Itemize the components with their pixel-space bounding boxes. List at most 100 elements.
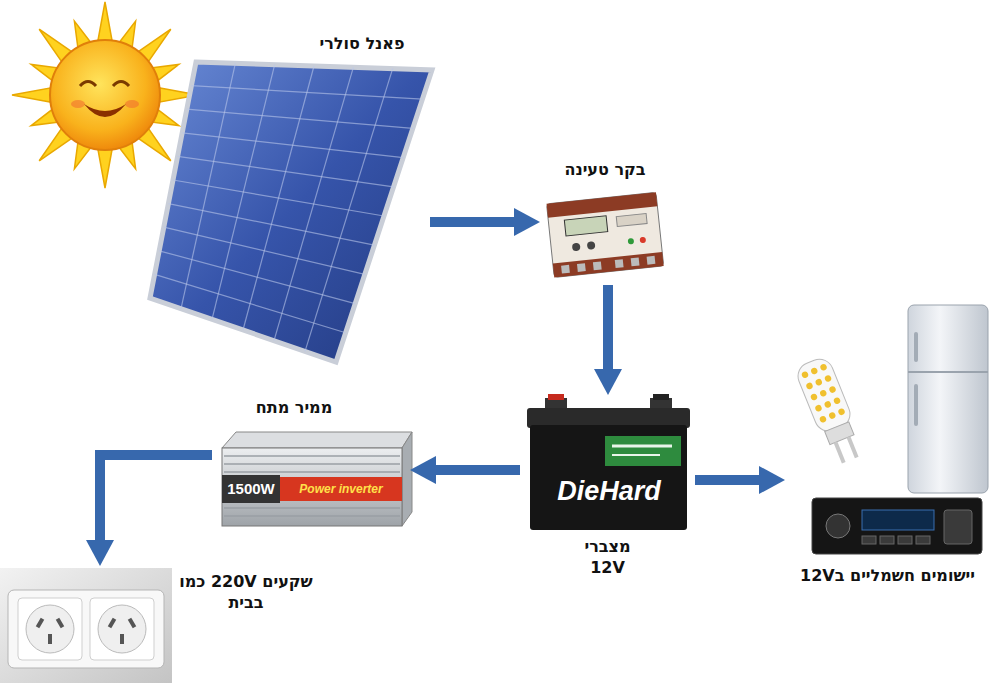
led-dot [810, 393, 818, 401]
radio-display [862, 510, 934, 530]
socket-hole [48, 634, 52, 644]
product-text: Power inverter [282, 482, 400, 496]
led-dot [819, 389, 827, 397]
voltage-inverter [222, 432, 412, 526]
sun-ray [98, 148, 113, 189]
controller-button [587, 241, 596, 250]
charge-controller-node: בקר טעינה [540, 158, 670, 285]
component-label: יישומים חשמליים ב12V [800, 566, 975, 587]
socket [98, 605, 146, 653]
controller-strip [553, 252, 664, 277]
socket-hole [36, 618, 44, 629]
fridge-door-gap [908, 371, 988, 373]
component-label: מצברי 12V [570, 537, 645, 579]
cell-line [168, 204, 374, 246]
component-label: בקר טעינה [550, 160, 660, 181]
led-dot [814, 404, 822, 412]
battery-terminal-cap [653, 394, 669, 400]
sun-eye [80, 82, 96, 87]
refrigerator [908, 305, 988, 493]
controller-button [572, 243, 581, 252]
sun-ray [12, 88, 53, 103]
socket-hole [128, 618, 136, 629]
radio-buttons [862, 510, 972, 544]
sun-disc [50, 40, 160, 150]
sun-cheek [71, 100, 85, 108]
inverter-front [222, 448, 402, 526]
cell-line [164, 227, 365, 274]
socket-hole [108, 618, 116, 629]
fridge-handle [914, 384, 918, 426]
led-dot [828, 411, 836, 419]
socket [26, 605, 74, 653]
controller-led [640, 237, 647, 244]
appliances-node: יישומים חשמליים ב12V [785, 300, 992, 640]
sun-rays [12, 2, 198, 188]
battery-sticker [605, 436, 681, 466]
battery-terminal-cap [548, 394, 564, 400]
fridge-handle [914, 332, 918, 362]
sticker-stripe [612, 445, 672, 448]
sun [12, 2, 198, 188]
inverter-node: ממיר מתח [212, 396, 410, 536]
led-dot [828, 385, 836, 393]
battery [527, 394, 690, 530]
led-dot [824, 374, 832, 382]
socket-hole [120, 634, 124, 644]
socket-plate [8, 590, 164, 668]
sticker-stripe [612, 454, 660, 456]
led-dot [833, 397, 841, 405]
radio-body [812, 498, 982, 554]
cell-line [155, 274, 346, 332]
car-radio [812, 498, 982, 554]
socket-frame [18, 598, 82, 660]
flow-arrow [695, 475, 765, 485]
cell-line [187, 109, 413, 128]
led-dot [805, 382, 813, 390]
controller-led [628, 238, 635, 245]
panel-surface [150, 62, 432, 362]
wall [0, 568, 172, 683]
led-dot [824, 400, 832, 408]
socket-frame [90, 598, 154, 660]
fridge-body [908, 305, 988, 493]
sun-cheek [125, 100, 139, 108]
led-dot [801, 371, 809, 379]
sun-smile [84, 104, 126, 117]
flow-arrow [603, 285, 613, 375]
battery-body [530, 425, 687, 530]
cell-line [159, 251, 355, 304]
brand-text: DieHard [536, 476, 682, 507]
solar-panel [150, 62, 432, 362]
bulb-pin [834, 442, 846, 464]
controller-panel [616, 213, 647, 226]
cell-line [182, 133, 403, 158]
cell-line [178, 156, 394, 186]
component-label: ממיר מתח [242, 398, 346, 419]
charge-controller [547, 192, 664, 277]
led-dot [819, 415, 827, 423]
led-bulb [794, 355, 867, 467]
radio-knob [826, 514, 850, 538]
led-dot [810, 367, 818, 375]
inverter-top [222, 432, 412, 448]
flow-arrow [430, 217, 520, 227]
cell-line [191, 86, 422, 100]
led-dot [819, 363, 827, 371]
led-dot [837, 408, 845, 416]
component-label: שקעים 220V כמו בבית [176, 572, 316, 614]
socket-hole [56, 618, 64, 629]
controller-display [564, 216, 607, 236]
controller-body [547, 192, 664, 277]
sun-eye [113, 82, 129, 87]
inverter-badge [222, 475, 280, 503]
controller-terminals [561, 256, 655, 274]
flow-arrow [430, 465, 520, 475]
bulb-leds [801, 363, 846, 423]
bulb-pin [847, 436, 859, 458]
solar-panel-node: פאנל סולרי [150, 28, 430, 368]
power-rating: 1500W [222, 480, 280, 497]
led-dot [815, 378, 823, 386]
inverter-side [402, 432, 412, 526]
panel-grid [155, 63, 423, 351]
